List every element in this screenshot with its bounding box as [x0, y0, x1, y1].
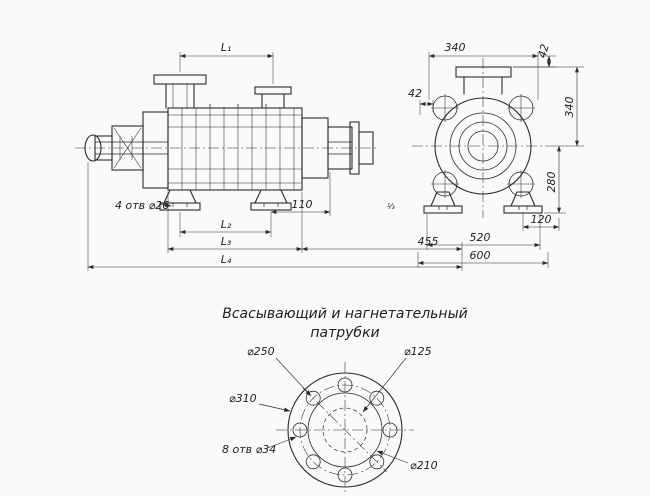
- top-flange: [455, 66, 512, 78]
- flange-callouts: ⌀250 ⌀125 ⌀310 8 отв ⌀34 ⌀210: [222, 345, 438, 472]
- dim-label-holes: 4 отв ⌀26: [115, 199, 169, 212]
- side-view-dimensions: L₁ 4 отв ⌀26 110 L₂ L₃ 455 L₄: [87, 41, 463, 271]
- dim-label-l1: L₁: [221, 41, 232, 54]
- flange-view: Всасывающий и нагнетательный патрубки ⌀2…: [222, 306, 468, 494]
- end-view: 340 42 42 340 280 120: [387, 41, 584, 268]
- dim-label-42-left: 42: [408, 87, 422, 100]
- shaft-nose: [84, 134, 102, 162]
- small-mark: ⅓: [387, 202, 395, 211]
- bolt-hole: [305, 454, 321, 470]
- foot-rear: [254, 189, 288, 204]
- dim-label-120: 120: [531, 213, 552, 226]
- bolt-hole: [369, 390, 385, 406]
- dim-label-210: ⌀210: [410, 459, 438, 472]
- dim-label-l2: L₂: [221, 218, 232, 231]
- side-view: L₁ 4 отв ⌀26 110 L₂ L₃ 455 L₄: [75, 41, 463, 271]
- bolt-hole: [337, 467, 353, 483]
- dim-label-280: 280: [545, 172, 558, 193]
- dim-label-455: 455: [418, 235, 439, 248]
- coupling-hub: [358, 131, 374, 165]
- dim-label-125: ⌀125: [404, 345, 432, 358]
- bolt-hole: [292, 422, 308, 438]
- bolt-hole: [382, 422, 398, 438]
- suction-flange: [153, 74, 207, 85]
- bolt-hole: [305, 390, 321, 406]
- bolt-circle: [299, 384, 391, 476]
- pump-casing: [167, 107, 303, 191]
- discharge-lug: [254, 86, 292, 95]
- bore-circle: [322, 407, 368, 453]
- suction-head: [142, 111, 169, 189]
- flange-title-line1: Всасывающий и нагнетательный: [222, 306, 468, 322]
- dim-label-340-right: 340: [563, 97, 576, 118]
- dim-label-42-top: 42: [536, 43, 552, 60]
- flange-geometry: [276, 362, 414, 494]
- end-view-dimensions: 340 42 42 340 280 120: [387, 41, 584, 268]
- dim-label-250: ⌀250: [247, 345, 275, 358]
- flange-outer-circle: [287, 372, 403, 488]
- flange-title-line2: патрубки: [310, 325, 379, 341]
- dim-label-600: 600: [470, 249, 491, 262]
- dim-label-520: 520: [470, 231, 491, 244]
- casing-outline: [434, 97, 532, 195]
- dim-label-l3: L₃: [221, 235, 232, 248]
- dim-label-340-top: 340: [445, 41, 466, 54]
- flange-diagonal-centerline: [302, 387, 388, 473]
- dim-label-310: ⌀310: [229, 392, 257, 405]
- raised-face-circle: [307, 392, 383, 468]
- end-view-geometry: [412, 58, 554, 218]
- dim-label-l4: L₄: [221, 253, 232, 266]
- shaft-step: [94, 135, 113, 161]
- side-view-geometry: [75, 74, 378, 211]
- right-bearing-housing: [327, 126, 353, 170]
- dim-label-bolt-holes: 8 отв ⌀34: [222, 443, 276, 456]
- bolt-hole: [337, 377, 353, 393]
